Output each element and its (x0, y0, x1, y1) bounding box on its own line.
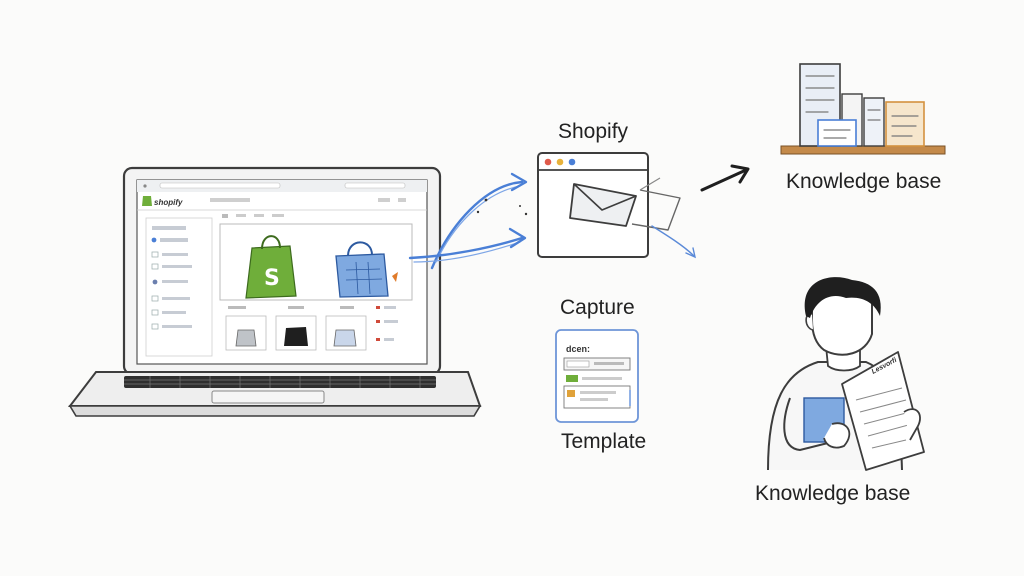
envelope-icon (569, 177, 681, 231)
person-with-document-icon: Lesvorfi (767, 277, 925, 471)
window-minimize-dot (556, 158, 564, 166)
shopify-label: Shopify (558, 120, 629, 143)
template-card-heading: dcen: (566, 344, 590, 354)
flow-arrows (408, 172, 528, 270)
template-card: dcen: (555, 329, 639, 423)
shopify-logo-icon (142, 196, 152, 206)
knowledge-base-bottom-label: Knowledge base (755, 482, 911, 505)
svg-text:S: S (264, 266, 280, 291)
bookshelf-icon (780, 63, 946, 155)
blue-bag-icon (335, 241, 398, 298)
laptop-logo-text: shopify (154, 198, 183, 207)
window-close-dot (544, 158, 552, 166)
envelope-send-arrow (651, 225, 695, 257)
shopify-bag-icon: S (245, 235, 297, 299)
template-label: Template (561, 430, 647, 453)
window-maximize-dot (568, 158, 576, 166)
laptop-screen: shopify S (137, 180, 427, 357)
knowledge-base-top-label: Knowledge base (786, 170, 942, 193)
kb-arrow (700, 164, 750, 192)
capture-label: Capture (560, 296, 635, 319)
